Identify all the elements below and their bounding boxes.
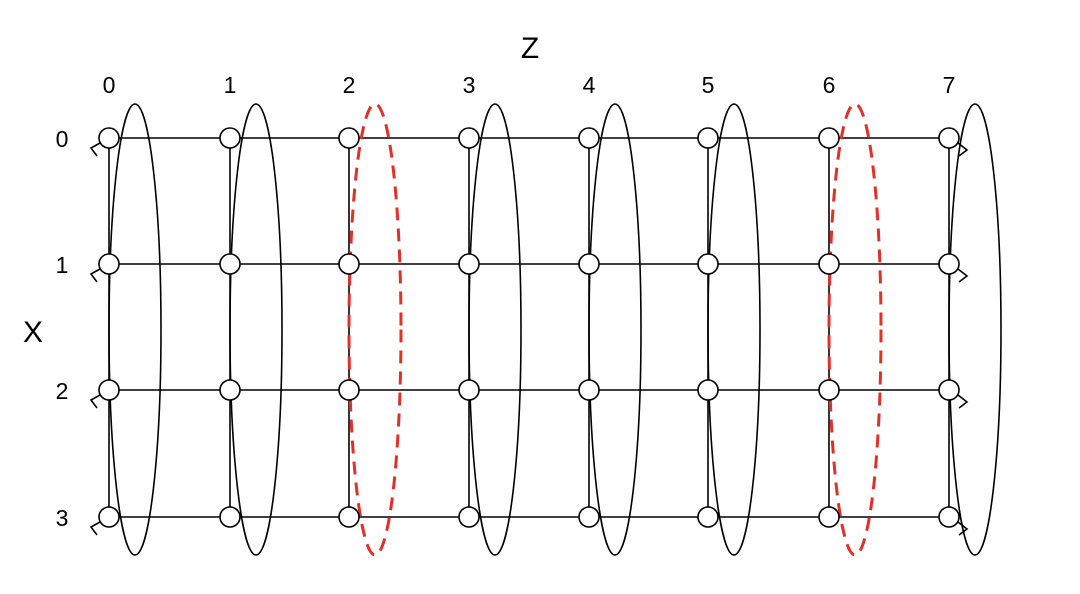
column-wrap-loop xyxy=(588,103,642,556)
lattice-node xyxy=(938,379,960,401)
lattice-node xyxy=(98,127,120,149)
z-index-labels: 0 1 2 3 4 5 6 7 xyxy=(103,72,956,98)
lattice-node xyxy=(697,379,719,401)
lattice-node xyxy=(458,379,480,401)
z-index-label: 4 xyxy=(583,72,596,98)
lattice-node xyxy=(697,127,719,149)
x-index-label: 1 xyxy=(56,252,69,278)
z-index-label: 1 xyxy=(224,72,237,98)
lattice-node xyxy=(818,253,840,275)
column-wrap-loop xyxy=(948,103,1002,556)
highlighted-wrap-loop xyxy=(347,102,403,557)
column-wrap-loop xyxy=(229,103,283,556)
lattice-node xyxy=(338,379,360,401)
lattice-node xyxy=(219,253,241,275)
right-wrap-hook xyxy=(957,394,969,409)
lattice-node xyxy=(578,127,600,149)
lattice-node xyxy=(338,253,360,275)
left-wrap-hook xyxy=(89,394,101,409)
left-wrap-hook xyxy=(89,521,101,536)
lattice-node xyxy=(578,379,600,401)
lattice-node xyxy=(458,506,480,528)
z-index-label: 0 xyxy=(103,72,116,98)
lattice-node xyxy=(219,127,241,149)
right-wrap-hook xyxy=(957,268,969,283)
lattice-node xyxy=(578,506,600,528)
lattice-node xyxy=(338,506,360,528)
lattice-node xyxy=(219,506,241,528)
right-wrap-hook xyxy=(957,142,969,157)
lattice-node xyxy=(98,506,120,528)
column-wrap-loop xyxy=(108,103,162,556)
lattice-node xyxy=(98,379,120,401)
z-index-label: 3 xyxy=(463,72,476,98)
lattice-node xyxy=(938,506,960,528)
lattice-node xyxy=(697,253,719,275)
x-index-label: 3 xyxy=(56,505,69,531)
lattice-node xyxy=(818,379,840,401)
lattice-node xyxy=(818,127,840,149)
lattice-node xyxy=(818,506,840,528)
x-index-labels: 0 1 2 3 xyxy=(56,126,69,531)
z-index-label: 6 xyxy=(823,72,836,98)
lattice-node xyxy=(458,127,480,149)
left-wrap-hook xyxy=(89,268,101,283)
lattice-node xyxy=(578,253,600,275)
row-wrap-hooks xyxy=(89,142,969,536)
x-index-label: 0 xyxy=(56,126,69,152)
z-index-label: 7 xyxy=(943,72,956,98)
lattice-node xyxy=(697,506,719,528)
lattice-nodes xyxy=(98,127,960,528)
x-index-label: 2 xyxy=(56,378,69,404)
lattice-node xyxy=(938,253,960,275)
row-edges xyxy=(109,137,949,518)
column-wrap-loop xyxy=(707,103,761,556)
periodic-wrap-loops xyxy=(108,102,1002,557)
lattice-node xyxy=(458,253,480,275)
right-wrap-hook xyxy=(957,521,969,536)
column-wrap-loop xyxy=(468,103,522,556)
left-wrap-hook xyxy=(89,142,101,157)
z-index-label: 5 xyxy=(702,72,715,98)
highlighted-wrap-loop xyxy=(827,102,883,557)
z-index-label: 2 xyxy=(343,72,356,98)
lattice-node xyxy=(98,253,120,275)
lattice-node xyxy=(219,379,241,401)
lattice-node xyxy=(338,127,360,149)
x-axis-title: X xyxy=(23,316,43,349)
lattice-node xyxy=(938,127,960,149)
z-axis-title: Z xyxy=(521,32,539,65)
